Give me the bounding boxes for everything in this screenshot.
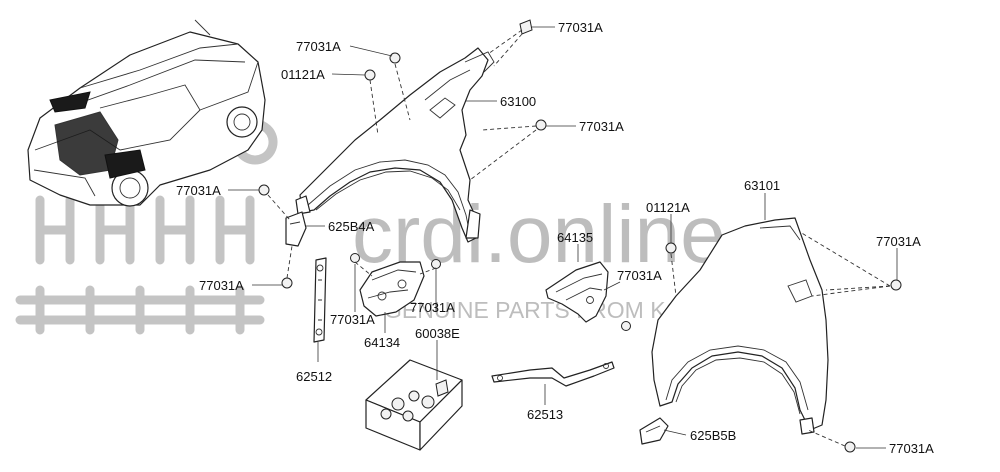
callout-63101: 63101 <box>744 178 780 193</box>
clip-77031A-fender-left <box>535 119 547 131</box>
callout-77031A-lower-left: 77031A <box>199 278 244 293</box>
leader-lines <box>228 26 898 449</box>
clip-77031A-right <box>890 279 902 291</box>
callout-62513: 62513 <box>527 407 563 422</box>
callout-77031A-bracket-a: 77031A <box>330 312 375 327</box>
bracket-64135 <box>545 261 609 323</box>
screw-01121A-right <box>665 242 677 254</box>
clip-77031A-left-side <box>258 184 270 196</box>
clip-77031A-top <box>519 19 533 35</box>
clip-77031A-upper <box>389 52 401 64</box>
callout-625B5B: 625B5B <box>690 428 736 443</box>
callout-01121A-left: 01121A <box>281 67 325 82</box>
callout-625B4A: 625B4A <box>328 219 375 234</box>
fasteners <box>258 19 902 453</box>
callout-77031A-upper: 77031A <box>296 39 341 54</box>
bracket-625B5B <box>639 417 669 445</box>
clip-77031A-lower-left <box>281 277 293 289</box>
clip-77031A-bracket-a <box>350 253 360 263</box>
clip-77031A-bottom-right <box>844 441 856 453</box>
callout-77031A-bracket-b: 77031A <box>410 300 455 315</box>
callout-64135: 64135 <box>557 230 593 245</box>
callout-labels: 77031A 77031A 01121A 63100 77031A 77031A… <box>176 20 934 456</box>
clip-77031A-bracket-b <box>431 259 441 269</box>
callout-62512: 62512 <box>296 369 332 384</box>
clip-77031A-bracket-c <box>621 321 631 331</box>
fender-right <box>651 217 829 435</box>
callout-77031A-fender-left: 77031A <box>579 119 624 134</box>
bracket-625B4A <box>285 211 307 247</box>
screw-01121A-left <box>364 69 376 81</box>
callout-77031A-right: 77031A <box>876 234 921 249</box>
callout-77031A-left-side: 77031A <box>176 183 221 198</box>
strap-62512 <box>313 257 327 343</box>
callout-77031A-bottom-right: 77031A <box>889 441 934 456</box>
callout-01121A-right: 01121A <box>646 200 690 215</box>
fender-left <box>295 47 495 243</box>
callout-63100: 63100 <box>500 94 536 109</box>
callout-60038E: 60038E <box>415 326 460 341</box>
callout-64134: 64134 <box>364 335 400 350</box>
assembly-lines <box>267 29 891 447</box>
callout-77031A-bracket-c: 77031A <box>617 268 662 283</box>
clip-kit-60038E <box>365 359 463 451</box>
vehicle-illustration <box>27 19 266 207</box>
strap-62513 <box>491 361 615 387</box>
bracket-64134 <box>359 261 425 317</box>
callout-77031A-top: 77031A <box>558 20 603 35</box>
